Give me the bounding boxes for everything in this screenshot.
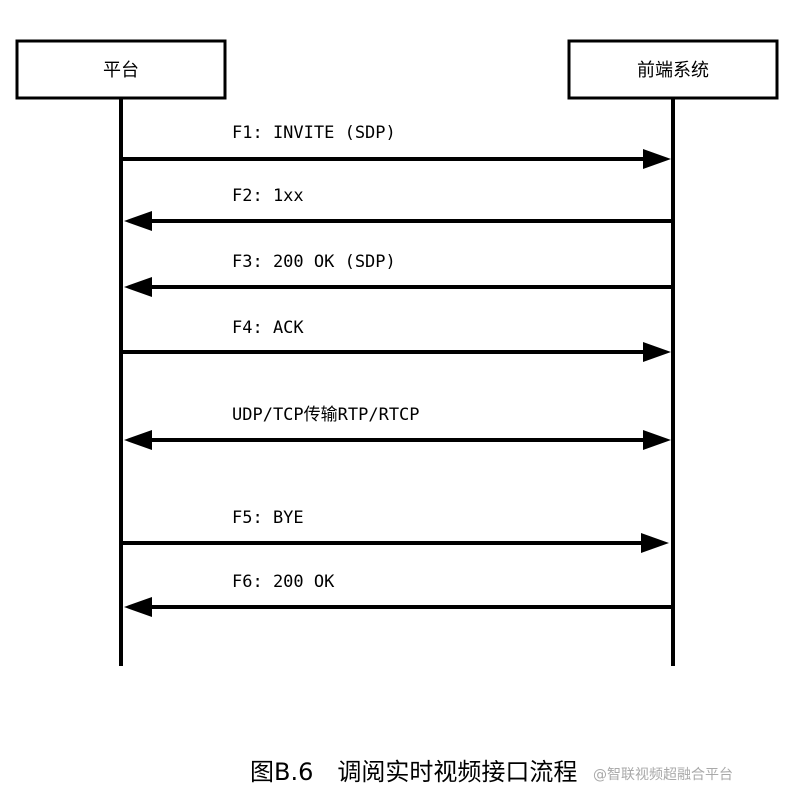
message-f2: F2: 1xx bbox=[124, 186, 673, 231]
message-label: F4: ACK bbox=[232, 318, 304, 338]
arrowhead-right bbox=[641, 533, 669, 553]
participant-label-left: 平台 bbox=[103, 60, 139, 81]
message-label: UDP/TCP传输RTP/RTCP bbox=[232, 405, 420, 425]
arrowhead-left bbox=[124, 430, 152, 450]
message-label: F3: 200 OK (SDP) bbox=[232, 252, 396, 272]
message-label: F2: 1xx bbox=[232, 186, 304, 206]
message-f6: F6: 200 OK bbox=[124, 572, 673, 617]
arrowhead-left bbox=[124, 597, 152, 617]
message-media: UDP/TCP传输RTP/RTCP bbox=[124, 405, 671, 450]
message-label: F6: 200 OK bbox=[232, 572, 335, 592]
message-label: F1: INVITE (SDP) bbox=[232, 123, 396, 143]
arrowhead-right bbox=[643, 430, 671, 450]
arrowhead-left bbox=[124, 277, 152, 297]
message-f4: F4: ACK bbox=[121, 318, 671, 362]
message-label: F5: BYE bbox=[232, 508, 304, 528]
watermark: @智联视频超融合平台 bbox=[593, 767, 733, 783]
message-f1: F1: INVITE (SDP) bbox=[121, 123, 671, 169]
arrowhead-right bbox=[643, 342, 671, 362]
message-f5: F5: BYE bbox=[121, 508, 669, 553]
arrowhead-right bbox=[643, 149, 671, 169]
figure-caption: 图B.6 调阅实时视频接口流程 bbox=[250, 758, 578, 786]
arrowhead-left bbox=[124, 211, 152, 231]
message-f3: F3: 200 OK (SDP) bbox=[124, 252, 673, 297]
participant-box-left bbox=[15, 39, 227, 100]
participant-label-right: 前端系统 bbox=[637, 60, 709, 81]
